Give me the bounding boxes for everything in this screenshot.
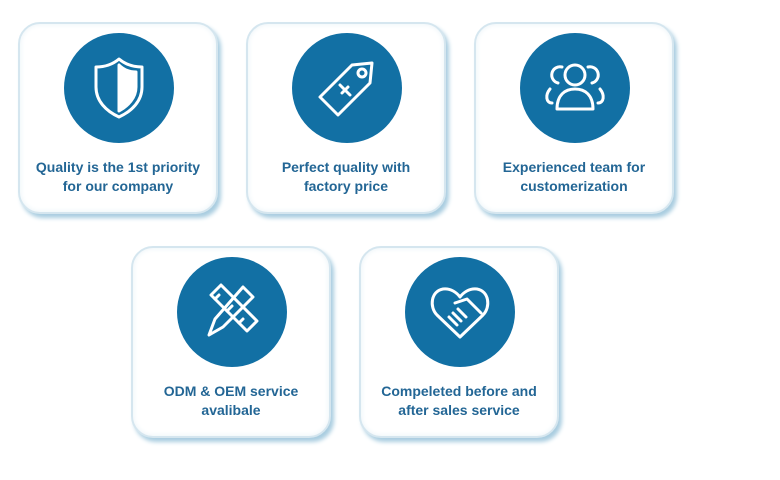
heart-handshake-icon bbox=[405, 257, 515, 367]
pencil-ruler-icon bbox=[177, 257, 287, 367]
price-tag-icon bbox=[292, 33, 402, 143]
feature-text: for our company bbox=[62, 178, 174, 194]
feature-card-service: Compeleted before and after sales service bbox=[359, 246, 559, 438]
feature-card-team: Experienced team for customerization bbox=[474, 22, 674, 214]
feature-text: customerization bbox=[520, 178, 628, 194]
feature-text: Compeleted before and bbox=[381, 383, 537, 399]
shield-icon bbox=[64, 33, 174, 143]
feature-card-price: Perfect quality with factory price bbox=[246, 22, 446, 214]
feature-text: factory price bbox=[303, 178, 389, 194]
feature-text: ODM & OEM service bbox=[163, 383, 299, 399]
feature-text: Experienced team for bbox=[502, 159, 646, 175]
feature-text: avalibale bbox=[201, 402, 261, 418]
feature-text: Quality is the 1st priority bbox=[35, 159, 201, 175]
feature-card-odm-oem: ODM & OEM service avalibale bbox=[131, 246, 331, 438]
feature-card-quality: Quality is the 1st priority for our compa… bbox=[18, 22, 218, 214]
feature-text: after sales service bbox=[398, 402, 520, 418]
feature-text: Perfect quality with bbox=[281, 159, 411, 175]
team-icon bbox=[520, 33, 630, 143]
